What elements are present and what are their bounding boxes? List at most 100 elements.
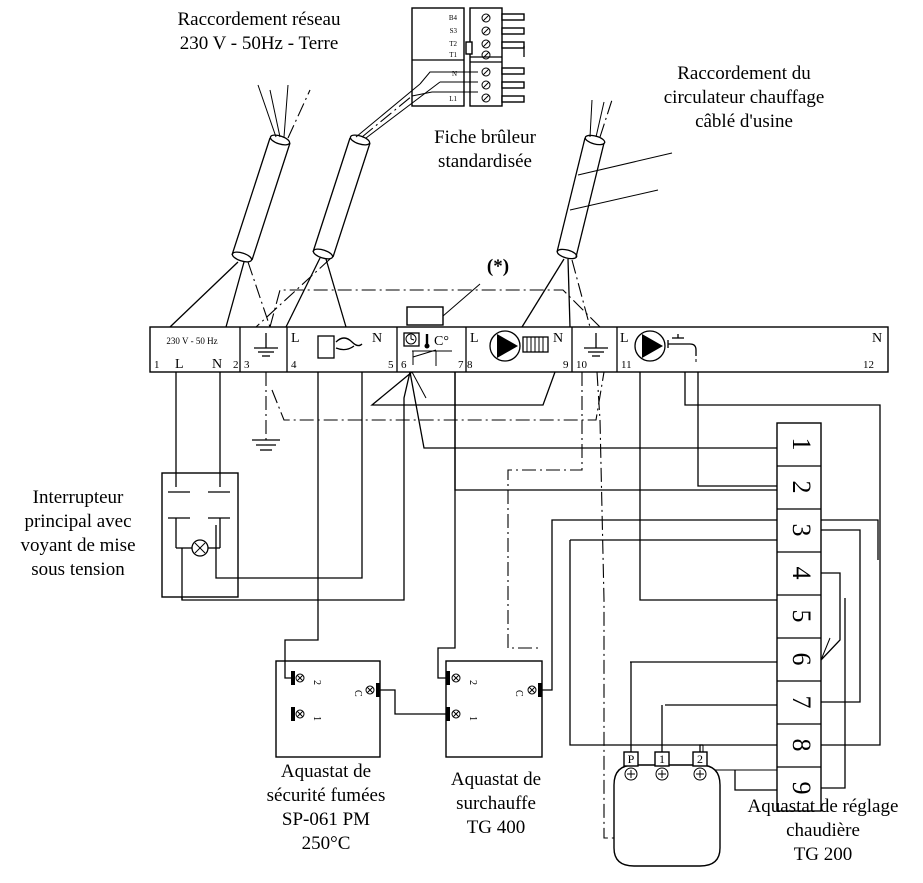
burner-plug: B4 S3 T2 T1 N L1 [411, 7, 525, 107]
term-8-l: L [470, 331, 479, 346]
label-network: Raccordement réseau 230 V - 50Hz - Terre [144, 8, 374, 56]
label-aquastat-fumes: Aquastat de sécurité fumées SP-061 PM 25… [256, 760, 396, 856]
term-5: 5 [388, 359, 394, 371]
cable-network [231, 84, 311, 263]
term-2-n: N [212, 357, 222, 372]
label-aquastat-fumes-line1: Aquastat de [280, 761, 372, 782]
label-aquastat-boiler-line3: TG 200 [793, 844, 853, 865]
term-6: 6 [401, 359, 407, 371]
term-7: 7 [458, 359, 464, 371]
label-circulator: Raccordement du circulateur chauffage câ… [646, 62, 842, 134]
term-9-n: N [553, 331, 563, 346]
thermometer-icon [424, 334, 430, 349]
tap-icon [667, 334, 697, 362]
cable-circulator [556, 99, 673, 260]
label-aquastat-overheat-line2: surchauffe [456, 793, 536, 814]
label-circulator-line1: Raccordement du [677, 63, 811, 84]
strip-term-5: 5 [787, 610, 816, 623]
label-main-switch: Interrupteur principal avec voyant de mi… [2, 486, 154, 582]
tg200-term-1: 1 [659, 752, 665, 766]
label-burner-plug: Fiche brûleur standardisée [415, 126, 555, 174]
label-aquastat-fumes-line2: sécurité fumées [266, 785, 386, 806]
tg200-term-2: 2 [697, 752, 703, 766]
earth-ground-symbol [252, 372, 280, 451]
term-9: 9 [563, 359, 569, 371]
label-circulator-line2: circulateur chauffage [663, 87, 825, 108]
aq1-term-c: C [352, 690, 363, 697]
label-main-switch-line3: voyant de mise [20, 535, 136, 556]
plug-pin-t2: T2 [449, 40, 457, 48]
strip-term-4: 4 [787, 567, 816, 580]
plug-pin-l1: L1 [449, 95, 457, 103]
label-aquastat-overheat-line3: TG 400 [466, 817, 526, 838]
plug-pin-t1: T1 [449, 51, 457, 59]
burner-plug-screws [481, 13, 491, 103]
cable-burner [312, 81, 441, 260]
term-11: 11 [621, 359, 632, 371]
term-2: 2 [233, 359, 239, 371]
strip-term-2: 2 [787, 481, 816, 494]
label-aquastat-overheat-line1: Aquastat de [450, 769, 542, 790]
burner-icon [317, 335, 363, 359]
terminal-block: 230 V - 50 Hz 1 L N 2 3 L N 4 5 6 7 [149, 326, 889, 373]
strip-term-1: 1 [787, 438, 816, 451]
term-11-l: L [620, 331, 629, 346]
term-12-n: N [872, 331, 882, 346]
aq2-term-1: 1 [467, 716, 478, 721]
switch-contact [412, 349, 452, 366]
term-4: 4 [291, 359, 297, 371]
strip-term-8: 8 [787, 739, 816, 752]
label-aquastat-fumes-line4: 250°C [301, 833, 351, 854]
burner-plug-pins [465, 13, 525, 103]
radiator-icon [522, 336, 549, 353]
supply-label: 230 V - 50 Hz [166, 336, 217, 346]
note-asterisk: (*) [487, 256, 509, 277]
label-aquastat-boiler-line1: Aquastat de réglage [747, 796, 899, 817]
label-network-line1: Raccordement réseau [177, 9, 341, 30]
term-4-l: L [291, 331, 300, 346]
term-5-n: N [372, 331, 382, 346]
strip-term-7: 7 [787, 696, 816, 709]
label-aquastat-overheat: Aquastat de surchauffe TG 400 [436, 768, 556, 840]
plug-pin-b4: B4 [449, 14, 458, 22]
term-1: 1 [154, 359, 160, 371]
label-burner-plug-line1: Fiche brûleur [434, 127, 536, 148]
label-main-switch-line2: principal avec [24, 511, 132, 532]
label-aquastat-boiler: Aquastat de réglage chaudière TG 200 [728, 795, 918, 867]
earth-icon-3 [254, 333, 278, 357]
note-bracket [406, 283, 481, 326]
strip-term-3: 3 [787, 524, 816, 537]
plug-pin-s3: S3 [450, 27, 458, 35]
label-circulator-line3: câblé d'usine [695, 111, 793, 132]
plug-pin-n: N [452, 70, 457, 78]
label-main-switch-line4: sous tension [31, 559, 125, 580]
label-aquastat-fumes-line3: SP-061 PM [281, 809, 371, 830]
term-8: 8 [467, 359, 473, 371]
label-aquastat-boiler-line2: chaudière [786, 820, 860, 841]
label-network-line2: 230 V - 50Hz - Terre [179, 33, 339, 54]
aquastat-overheat [445, 660, 543, 758]
aq1-term-1: 1 [311, 716, 322, 721]
term-10: 10 [576, 359, 588, 371]
strip-term-6: 6 [787, 653, 816, 666]
label-main-switch-line1: Interrupteur [32, 487, 124, 508]
main-switch [161, 372, 239, 600]
term-3: 3 [244, 359, 250, 371]
tg200-term-p: P [628, 752, 635, 766]
term-1-l: L [175, 357, 184, 372]
earth-icon-10 [584, 333, 608, 357]
aq1-term-2: 2 [311, 680, 322, 685]
aquastat-fumes [275, 660, 381, 758]
pump-icon-heating [489, 330, 521, 362]
degree-c-label: C° [434, 334, 449, 349]
term-12: 12 [863, 359, 874, 371]
lamp-icon [191, 539, 209, 557]
aq2-term-c: C [513, 690, 524, 697]
label-burner-plug-line2: standardisée [438, 151, 532, 172]
pump-icon-dhw [634, 330, 666, 362]
aquastat-boiler [613, 662, 721, 867]
strip-term-9: 9 [787, 782, 816, 795]
